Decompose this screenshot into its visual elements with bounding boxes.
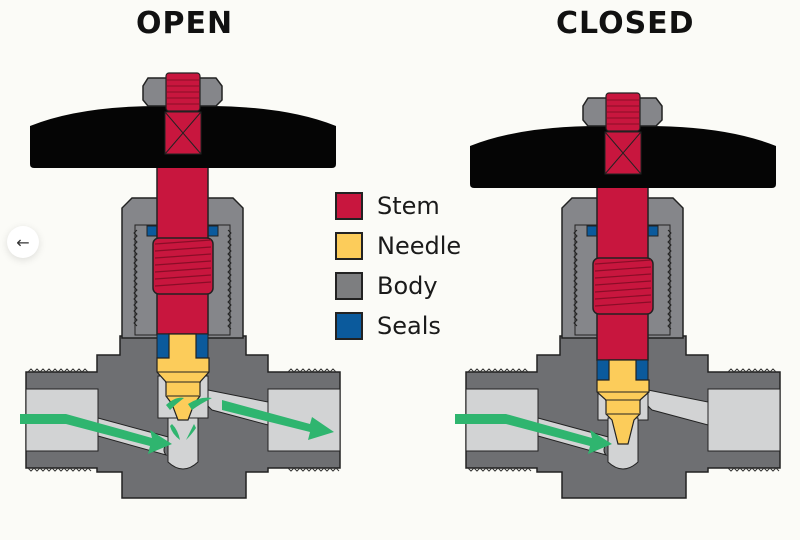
needle-ridges <box>157 371 209 397</box>
needle-color-swatch <box>335 232 363 260</box>
legend-label: Needle <box>377 232 462 260</box>
outlet-bore <box>707 388 781 452</box>
outlet-flow-arrow <box>222 400 334 440</box>
bonnet-threads <box>573 229 672 330</box>
stem-thread-section <box>592 257 654 315</box>
stem-threads <box>154 239 212 287</box>
needle <box>596 359 650 445</box>
body-color-swatch <box>335 272 363 300</box>
open-state-title: OPEN <box>136 6 234 41</box>
seal <box>596 359 610 381</box>
stem-thread-section <box>152 237 214 295</box>
needle-ridges <box>597 391 649 415</box>
seal <box>156 333 170 359</box>
legend-item-stem: Stem <box>335 186 461 226</box>
arrow-left-icon: ← <box>16 232 30 252</box>
needle <box>156 333 210 421</box>
seal <box>635 359 649 381</box>
port-threads <box>467 368 780 472</box>
port-threads <box>27 368 340 472</box>
turbulence-arrow <box>188 397 212 410</box>
stem-threads <box>594 259 652 307</box>
turbulence-arrow <box>186 424 196 440</box>
seals-color-swatch <box>335 312 363 340</box>
square-drive-mark <box>164 111 202 155</box>
legend: Stem Needle Body Seals <box>335 186 461 346</box>
closed-state-title: CLOSED <box>556 6 695 41</box>
legend-label: Stem <box>377 192 440 220</box>
turbulence-arrow <box>166 397 184 410</box>
legend-label: Seals <box>377 312 441 340</box>
stem-top-threads <box>607 99 639 125</box>
open-valve-diagram <box>20 72 341 499</box>
legend-item-needle: Needle <box>335 226 461 266</box>
stem-color-swatch <box>335 192 363 220</box>
legend-item-seals: Seals <box>335 306 461 346</box>
back-button[interactable]: ← <box>7 226 39 258</box>
seal <box>195 333 209 359</box>
bonnet-threads <box>133 229 232 330</box>
closed-valve-diagram <box>455 92 781 499</box>
square-drive-mark <box>604 131 642 175</box>
legend-item-body: Body <box>335 266 461 306</box>
turbulence-arrow <box>170 424 180 440</box>
inlet-flow-arrow <box>20 414 172 454</box>
legend-label: Body <box>377 272 438 300</box>
stem-top-threads <box>167 79 199 105</box>
inlet-flow-arrow <box>455 414 612 454</box>
